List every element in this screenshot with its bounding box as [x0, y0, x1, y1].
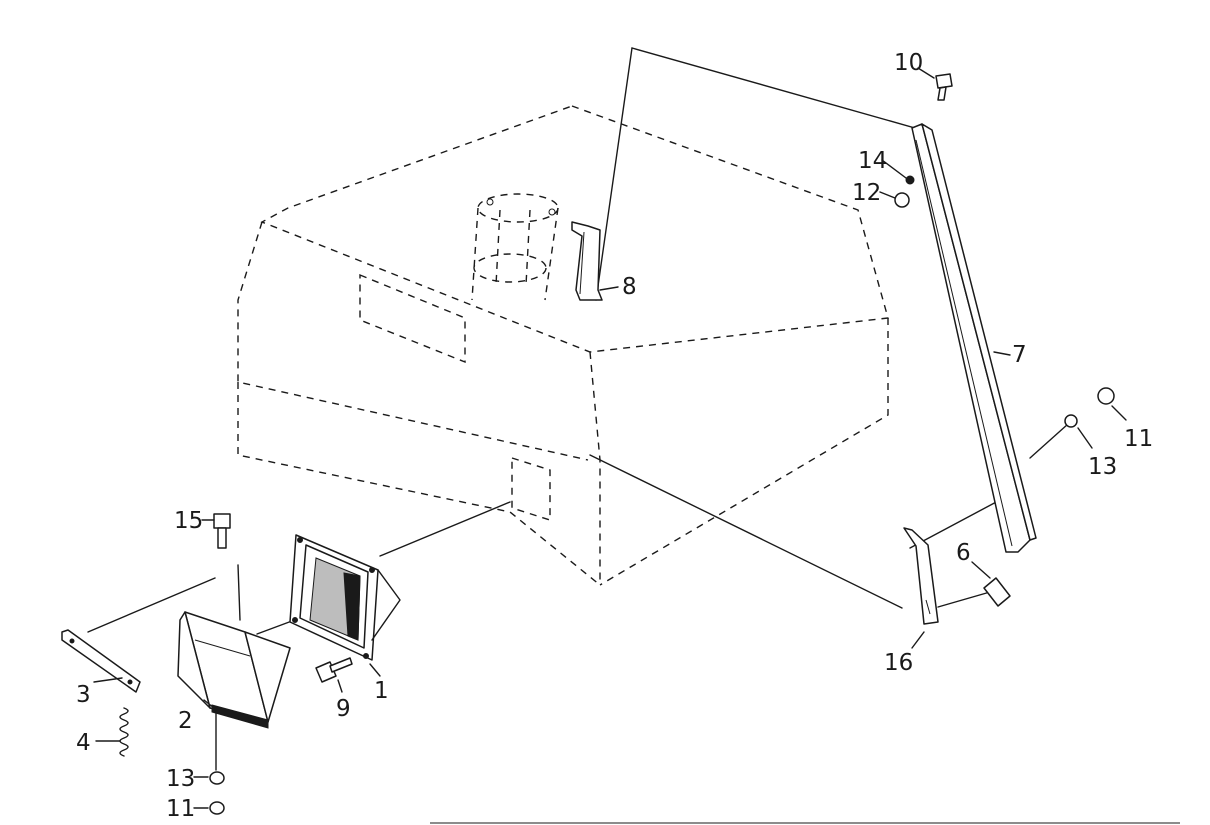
- washer-icon: [905, 175, 915, 185]
- callout-6: 6: [956, 540, 971, 566]
- filler-housing: [289, 534, 401, 661]
- callout-13-right: 13: [1088, 454, 1117, 480]
- callout-13-left: 13: [166, 766, 195, 792]
- flap-cover: [177, 611, 291, 729]
- callout-3: 3: [76, 682, 91, 708]
- callout-10: 10: [894, 50, 923, 76]
- spring-icon: [119, 707, 129, 757]
- callout-1: 1: [374, 678, 389, 704]
- clip-icon: [983, 577, 1011, 607]
- callout-14: 14: [858, 148, 887, 174]
- callout-11-right: 11: [1124, 426, 1153, 452]
- plate: [61, 629, 141, 693]
- callout-9: 9: [336, 696, 351, 722]
- callout-7: 7: [1012, 342, 1027, 368]
- callout-8: 8: [622, 274, 637, 300]
- bolt-icon: [315, 657, 353, 683]
- bolt-icon: [213, 513, 231, 549]
- callout-leaders: [93, 67, 1127, 809]
- callout-12: 12: [852, 180, 881, 206]
- callout-16: 16: [884, 650, 913, 676]
- lower-fastener-stack: [209, 707, 225, 815]
- callout-labels: 10 14 12 8 7 11 13 6 16 15 1 9 3 2 4 13 …: [76, 50, 1153, 822]
- nut-icon: [894, 192, 910, 208]
- nut-icon: [1097, 387, 1115, 405]
- mounting-bracket: [571, 221, 603, 301]
- callout-15: 15: [174, 508, 203, 534]
- fuel-tank-outline: [237, 105, 889, 586]
- callout-4: 4: [76, 730, 91, 756]
- filler-neck: [471, 193, 559, 301]
- bolt-icon: [935, 73, 953, 101]
- rail: [911, 123, 1037, 553]
- callout-2: 2: [178, 708, 193, 734]
- callout-11-left: 11: [166, 796, 195, 822]
- assembly-lines: [87, 47, 1069, 635]
- side-bracket: [903, 527, 939, 625]
- washer-icon: [1064, 414, 1078, 428]
